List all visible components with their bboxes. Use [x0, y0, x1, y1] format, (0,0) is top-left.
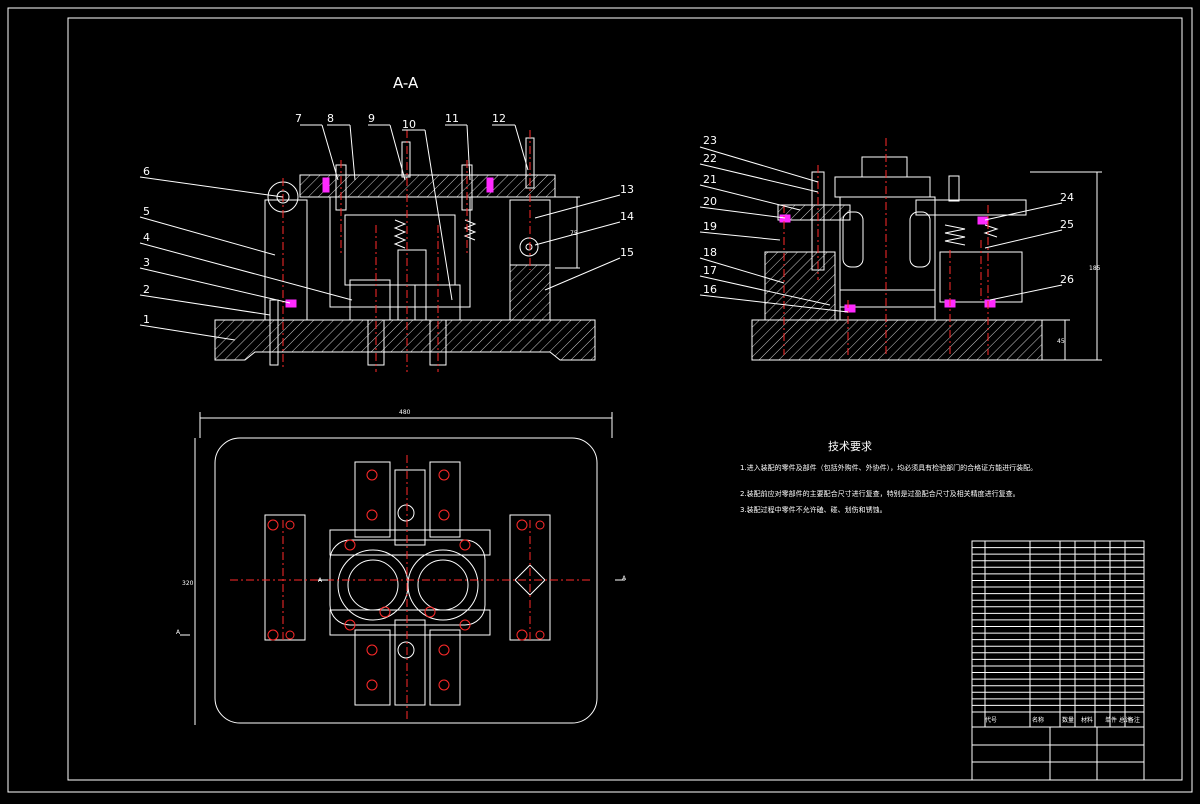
part-num-8: 8: [327, 112, 334, 125]
tech-requirements: 技术要求 1.进入装配的零件及部件（包括外购件、外协件），均必须具有检验部门的合…: [740, 440, 1037, 514]
part-num-21: 21: [703, 173, 717, 186]
plan-view: 480 320: [176, 409, 627, 725]
part-num-24: 24: [1060, 191, 1074, 204]
svg-text:45: 45: [1057, 338, 1065, 345]
tech-heading: 技术要求: [828, 440, 872, 453]
part-num-18: 18: [703, 246, 717, 259]
parts-list: [971, 540, 1145, 728]
right-right-callouts: 24 25 26: [984, 191, 1074, 301]
outer-frame: [7, 7, 1193, 793]
part-num-22: 22: [703, 152, 717, 165]
tech-item-2: 2.装配前应对零部件的主要配合尺寸进行复查，特别是过盈配合尺寸及相关精度进行复查…: [740, 489, 1020, 498]
part-num-25: 25: [1060, 218, 1074, 231]
tech-item-3: 3.装配过程中零件不允许磕、碰、划伤和锈蚀。: [740, 505, 887, 514]
part-num-14: 14: [620, 210, 634, 223]
part-num-10: 10: [402, 118, 416, 131]
side-view-right: 185 45 23 22 21 20 19 18 17 16 24 25: [699, 134, 1102, 361]
col-qty: 数量: [1062, 716, 1074, 724]
part-num-6: 6: [143, 165, 150, 178]
svg-text:A: A: [622, 575, 627, 582]
part-num-9: 9: [368, 112, 375, 125]
svg-text:480: 480: [399, 409, 411, 416]
part-num-15: 15: [620, 246, 634, 259]
title-block: 代号 名称 数量 材料 单件 总计 备注: [971, 716, 1145, 781]
part-num-5: 5: [143, 205, 150, 218]
part-num-17: 17: [703, 264, 717, 277]
col-material: 材料: [1081, 716, 1093, 724]
svg-text:75: 75: [570, 230, 578, 237]
part-num-19: 19: [703, 220, 717, 233]
svg-text:185: 185: [1089, 265, 1101, 272]
section-title: A-A: [393, 74, 419, 92]
part-num-7: 7: [295, 112, 302, 125]
col-name: 名称: [1032, 716, 1044, 724]
svg-text:320: 320: [182, 580, 194, 587]
part-num-13: 13: [620, 183, 634, 196]
part-num-1: 1: [143, 313, 150, 326]
svg-text:A: A: [176, 629, 181, 636]
col-code: 代号: [985, 716, 997, 724]
svg-text:A: A: [318, 577, 323, 584]
part-num-26: 26: [1060, 273, 1074, 286]
part-num-11: 11: [445, 112, 459, 125]
left-right-callouts: 13 14 15: [534, 183, 634, 291]
inner-frame: [67, 17, 1183, 781]
col-note: 备注: [1128, 716, 1140, 724]
right-left-callouts: 23 22 21 20 19 18 17 16: [699, 134, 849, 313]
left-side-callouts: 6 5 4 3 2 1: [139, 165, 353, 341]
left-top-callouts: 7 8 9 10 11 12: [295, 112, 529, 301]
part-num-16: 16: [703, 283, 717, 296]
part-num-3: 3: [143, 256, 150, 269]
part-num-20: 20: [703, 195, 717, 208]
part-num-23: 23: [703, 134, 717, 147]
tech-item-1: 1.进入装配的零件及部件（包括外购件、外协件），均必须具有检验部门的合格证方能进…: [740, 463, 1037, 472]
part-num-4: 4: [143, 231, 150, 244]
part-num-2: 2: [143, 283, 150, 296]
col-weight: 单件 总计: [1105, 716, 1131, 724]
part-num-12: 12: [492, 112, 506, 125]
section-view-left: A-A: [139, 74, 634, 372]
